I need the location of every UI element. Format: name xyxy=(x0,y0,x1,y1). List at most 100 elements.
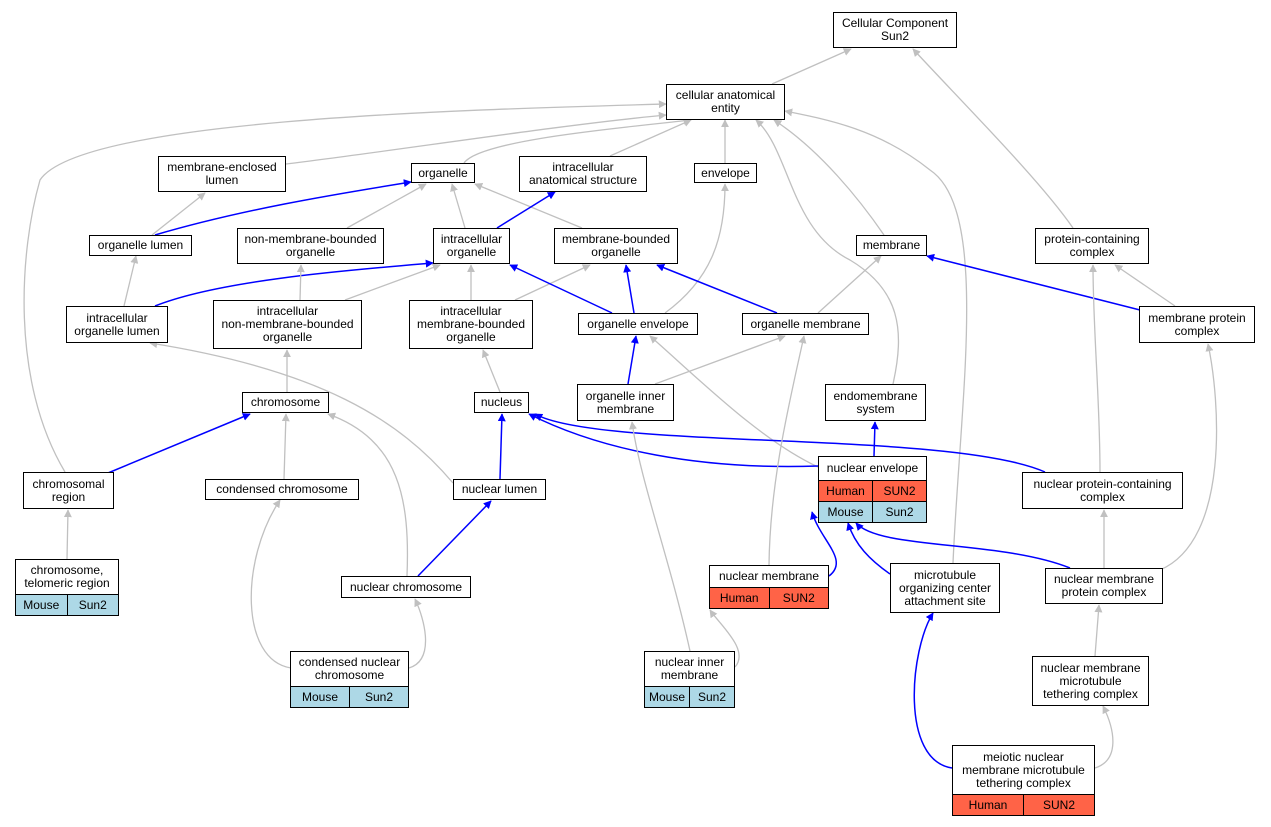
node-nucleus[interactable]: nucleus xyxy=(474,392,529,413)
node-label: nuclear lumen xyxy=(461,482,538,496)
node-label: Cellular Component Sun2 xyxy=(841,16,949,43)
node-label: non-membrane-bounded organelle xyxy=(244,232,377,259)
edge-is-a-cellular-anatomical-entity-to-cellular-component xyxy=(771,48,852,85)
node-label: nucleus xyxy=(480,395,523,409)
node-organelle-lumen[interactable]: organelle lumen xyxy=(89,235,192,256)
node-membrane[interactable]: membrane xyxy=(856,235,927,256)
edge-is-a-condensed-nuclear-chromosome-to-condensed-chromosome xyxy=(250,499,292,669)
node-intracellular-non-membrane-bounded-organelle[interactable]: intracellular non-membrane-bounded organ… xyxy=(213,300,362,349)
node-intracellular-organelle-lumen[interactable]: intracellular organelle lumen xyxy=(66,306,168,343)
node-cellular-component[interactable]: Cellular Component Sun2 xyxy=(833,12,957,48)
species-row-human: Human SUN2 xyxy=(953,794,1094,815)
node-cellular-anatomical-entity[interactable]: cellular anatomical entity xyxy=(666,84,785,120)
gene-label: SUN2 xyxy=(1023,795,1094,815)
node-label: envelope xyxy=(701,165,750,180)
node-non-membrane-bounded-organelle[interactable]: non-membrane-bounded organelle xyxy=(237,228,384,264)
edge-is-a-organelle-lumen-to-membrane-enclosed-lumen xyxy=(151,192,206,236)
species-label: Mouse xyxy=(23,598,60,612)
species-label: Mouse xyxy=(301,690,339,704)
node-organelle-envelope[interactable]: organelle envelope xyxy=(578,313,698,335)
node-nuclear-membrane-protein-complex[interactable]: nuclear membrane protein complex xyxy=(1045,568,1163,604)
edge-is-a-nucleus-to-intracellular-membrane-bounded-organelle xyxy=(481,349,501,393)
node-label: protein-containing complex xyxy=(1044,232,1140,259)
node-membrane-enclosed-lumen[interactable]: membrane-enclosed lumen xyxy=(158,156,286,192)
node-label: cellular anatomical entity xyxy=(675,88,776,115)
edge-part-of-nuclear-lumen-to-nucleus xyxy=(497,413,506,480)
edge-is-a-membrane-bounded-organelle-to-organelle xyxy=(474,183,583,229)
gene-label: Sun2 xyxy=(689,687,734,707)
node-label: nuclear inner membrane xyxy=(654,655,725,682)
edge-is-a-nuclear-chromosome-to-chromosome xyxy=(327,412,409,577)
node-label: intracellular organelle xyxy=(440,232,503,259)
edge-part-of-membrane-protein-complex-to-membrane xyxy=(926,253,1141,311)
edge-is-a-meiotic-nuclear-membrane-microtubule-tethering-complex-to-nuclear-membrane-microtubule-tethering-complex xyxy=(1094,705,1114,769)
edge-part-of-chromosomal-region-to-chromosome xyxy=(107,413,251,474)
node-organelle-membrane[interactable]: organelle membrane xyxy=(742,313,869,335)
node-organelle[interactable]: organelle xyxy=(411,163,475,183)
node-label: chromosome, telomeric region xyxy=(24,563,110,590)
edge-is-a-organelle-inner-membrane-to-organelle-membrane xyxy=(654,334,786,385)
edge-is-a-nuclear-inner-membrane-to-nuclear-membrane xyxy=(709,609,740,668)
species-label: Human xyxy=(968,798,1008,812)
node-meiotic-nuclear-membrane-microtubule-tethering-complex[interactable]: meiotic nuclear membrane microtubule tet… xyxy=(952,745,1095,816)
edge-part-of-organelle-envelope-to-intracellular-organelle xyxy=(509,264,613,314)
node-chromosome[interactable]: chromosome xyxy=(242,392,329,413)
node-nuclear-chromosome[interactable]: nuclear chromosome xyxy=(341,576,471,598)
node-membrane-protein-complex[interactable]: membrane protein complex xyxy=(1139,306,1255,343)
node-label: nuclear protein-containing complex xyxy=(1033,476,1172,504)
edge-part-of-meiotic-nuclear-membrane-microtubule-tethering-complex-to-microtubule-organizing-center-attachment-site xyxy=(913,612,953,769)
node-organelle-inner-membrane[interactable]: organelle inner membrane xyxy=(577,384,674,421)
node-label: nuclear membrane xyxy=(718,569,820,583)
edge-is-a-nuclear-membrane-microtubule-tethering-complex-to-nuclear-membrane-protein-complex xyxy=(1094,604,1103,657)
node-label: organelle lumen xyxy=(97,238,184,252)
species-label: Human xyxy=(719,591,759,605)
node-chromosomal-region[interactable]: chromosomal region xyxy=(23,472,114,509)
edge-is-a-protein-containing-complex-to-cellular-component xyxy=(912,48,1074,229)
gene-label: Sun2 xyxy=(872,502,926,522)
gene-label: Sun2 xyxy=(349,687,408,707)
node-envelope[interactable]: envelope xyxy=(694,163,757,183)
edge-is-a-non-membrane-bounded-organelle-to-organelle xyxy=(346,183,427,229)
node-label: nuclear membrane microtubule tethering c… xyxy=(1040,660,1141,701)
edge-is-a-membrane-enclosed-lumen-to-cellular-anatomical-entity xyxy=(285,111,667,165)
node-protein-containing-complex[interactable]: protein-containing complex xyxy=(1035,228,1149,264)
node-condensed-chromosome[interactable]: condensed chromosome xyxy=(205,479,359,500)
node-endomembrane-system[interactable]: endomembrane system xyxy=(825,384,926,421)
edge-is-a-intracellular-non-membrane-bounded-organelle-to-intracellular-organelle xyxy=(344,263,441,301)
species-label: Mouse xyxy=(648,690,686,704)
edge-is-a-condensed-nuclear-chromosome-to-nuclear-chromosome xyxy=(408,598,427,669)
node-nuclear-lumen[interactable]: nuclear lumen xyxy=(453,479,546,500)
edge-is-a-nuclear-envelope-to-organelle-envelope xyxy=(649,335,819,468)
node-intracellular-anatomical-structure[interactable]: intracellular anatomical structure xyxy=(519,156,647,192)
node-label: nuclear membrane protein complex xyxy=(1053,572,1155,599)
edge-is-a-nuclear-membrane-to-organelle-membrane xyxy=(768,335,807,566)
edge-part-of-nuclear-chromosome-to-nuclear-lumen xyxy=(417,500,492,577)
species-row-mouse: Mouse Sun2 xyxy=(291,686,408,707)
edge-part-of-nuclear-envelope-to-nucleus xyxy=(528,413,819,468)
edge-is-a-membrane-to-cellular-anatomical-entity xyxy=(773,119,885,236)
node-intracellular-membrane-bounded-organelle[interactable]: intracellular membrane-bounded organelle xyxy=(409,300,533,349)
node-nuclear-protein-containing-complex[interactable]: nuclear protein-containing complex xyxy=(1022,472,1183,509)
edge-is-a-intracellular-organelle-to-organelle xyxy=(450,183,466,229)
edge-part-of-nuclear-membrane-protein-complex-to-nuclear-envelope xyxy=(855,522,1071,569)
node-nuclear-membrane-microtubule-tethering-complex[interactable]: nuclear membrane microtubule tethering c… xyxy=(1032,656,1149,706)
edge-is-a-endomembrane-system-to-cellular-anatomical-entity xyxy=(755,119,900,385)
node-intracellular-organelle[interactable]: intracellular organelle xyxy=(433,228,510,264)
node-membrane-bounded-organelle[interactable]: membrane-bounded organelle xyxy=(554,228,678,264)
node-label: intracellular non-membrane-bounded organ… xyxy=(221,304,354,344)
node-label: membrane xyxy=(862,238,921,252)
edge-is-a-nuclear-lumen-to-intracellular-organelle-lumen xyxy=(149,340,454,484)
edge-is-a-intracellular-membrane-bounded-organelle-to-membrane-bounded-organelle xyxy=(514,264,591,301)
node-microtubule-organizing-center-attachment-site[interactable]: microtubule organizing center attachment… xyxy=(890,563,1000,613)
edge-part-of-organelle-lumen-to-organelle xyxy=(154,179,412,236)
edge-part-of-organelle-membrane-to-membrane-bounded-organelle xyxy=(656,263,778,314)
